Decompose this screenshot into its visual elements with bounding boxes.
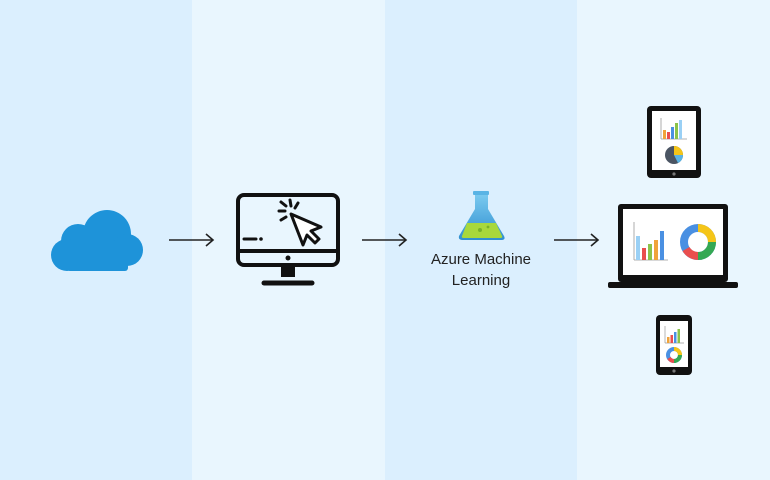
laptop-charts-icon xyxy=(608,204,738,288)
desktop-monitor-click-icon xyxy=(236,193,340,286)
arrow-right-icon xyxy=(362,233,408,247)
arrow-right-icon xyxy=(554,233,600,247)
phone-charts-icon xyxy=(656,315,692,375)
azure-ml-label-line2: Learning xyxy=(451,272,511,289)
column-band-2 xyxy=(192,0,385,480)
azure-ml-label-line1: Azure Machine xyxy=(430,251,532,268)
cloud-icon xyxy=(51,210,143,271)
azure-ml-label: Azure Machine Learning xyxy=(405,249,557,291)
arrow-right-icon xyxy=(169,233,215,247)
flask-icon xyxy=(458,191,505,240)
tablet-charts-icon xyxy=(647,106,701,178)
